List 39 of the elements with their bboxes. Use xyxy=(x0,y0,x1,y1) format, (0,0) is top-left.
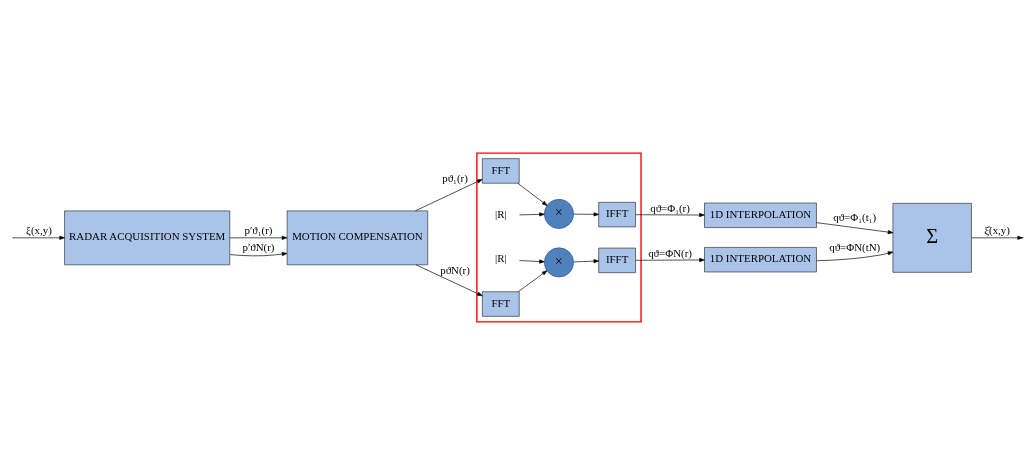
edge-label: qϑ=ΦN(tN) xyxy=(829,240,881,253)
arrow xyxy=(573,211,600,216)
arrow xyxy=(816,250,894,261)
arrow xyxy=(573,258,600,263)
edge-label: ξ(x,y) xyxy=(26,223,52,236)
arrow xyxy=(519,211,545,216)
arrow xyxy=(519,259,545,264)
node-circle: × xyxy=(544,198,574,229)
arrow xyxy=(635,212,705,217)
node-box: RADAR ACQUISITION SYSTEM xyxy=(64,210,231,265)
arrow xyxy=(415,178,483,211)
arrow xyxy=(517,182,548,206)
arrow xyxy=(816,221,894,234)
arrow xyxy=(635,257,705,262)
arrow xyxy=(13,235,65,240)
arrow xyxy=(415,264,483,296)
edge-label: p′ϑ₁(r) xyxy=(244,223,273,236)
node-text: |R| xyxy=(494,207,507,220)
arrow xyxy=(229,251,288,256)
node-box: FFT xyxy=(482,290,520,317)
node-text: |R| xyxy=(494,251,507,264)
edge-label: p′ϑN(r) xyxy=(242,240,275,253)
edge-label: qϑ=ΦN(r) xyxy=(648,246,692,259)
arrow xyxy=(971,235,1023,240)
node-box: Σ xyxy=(892,202,972,273)
edge-label: pϑ₁(r) xyxy=(442,171,468,184)
node-box: 1D INTERPOLATION xyxy=(704,246,817,272)
edge-label: pϑN(r) xyxy=(440,263,470,276)
edge-label: qϑ=Φ₁(r) xyxy=(650,201,690,214)
node-box: FFT xyxy=(482,157,520,184)
edge-label: qϑ=Φ₁(t₁) xyxy=(833,210,877,223)
node-box: IFFT xyxy=(598,247,636,273)
node-box: 1D INTERPOLATION xyxy=(704,202,817,228)
arrow xyxy=(229,235,288,240)
edge-label: ξ̂(x,y) xyxy=(984,223,1010,236)
node-box: MOTION COMPENSATION xyxy=(286,210,429,265)
node-box: IFFT xyxy=(598,201,636,227)
arrow xyxy=(518,269,548,292)
node-circle: × xyxy=(544,246,574,277)
